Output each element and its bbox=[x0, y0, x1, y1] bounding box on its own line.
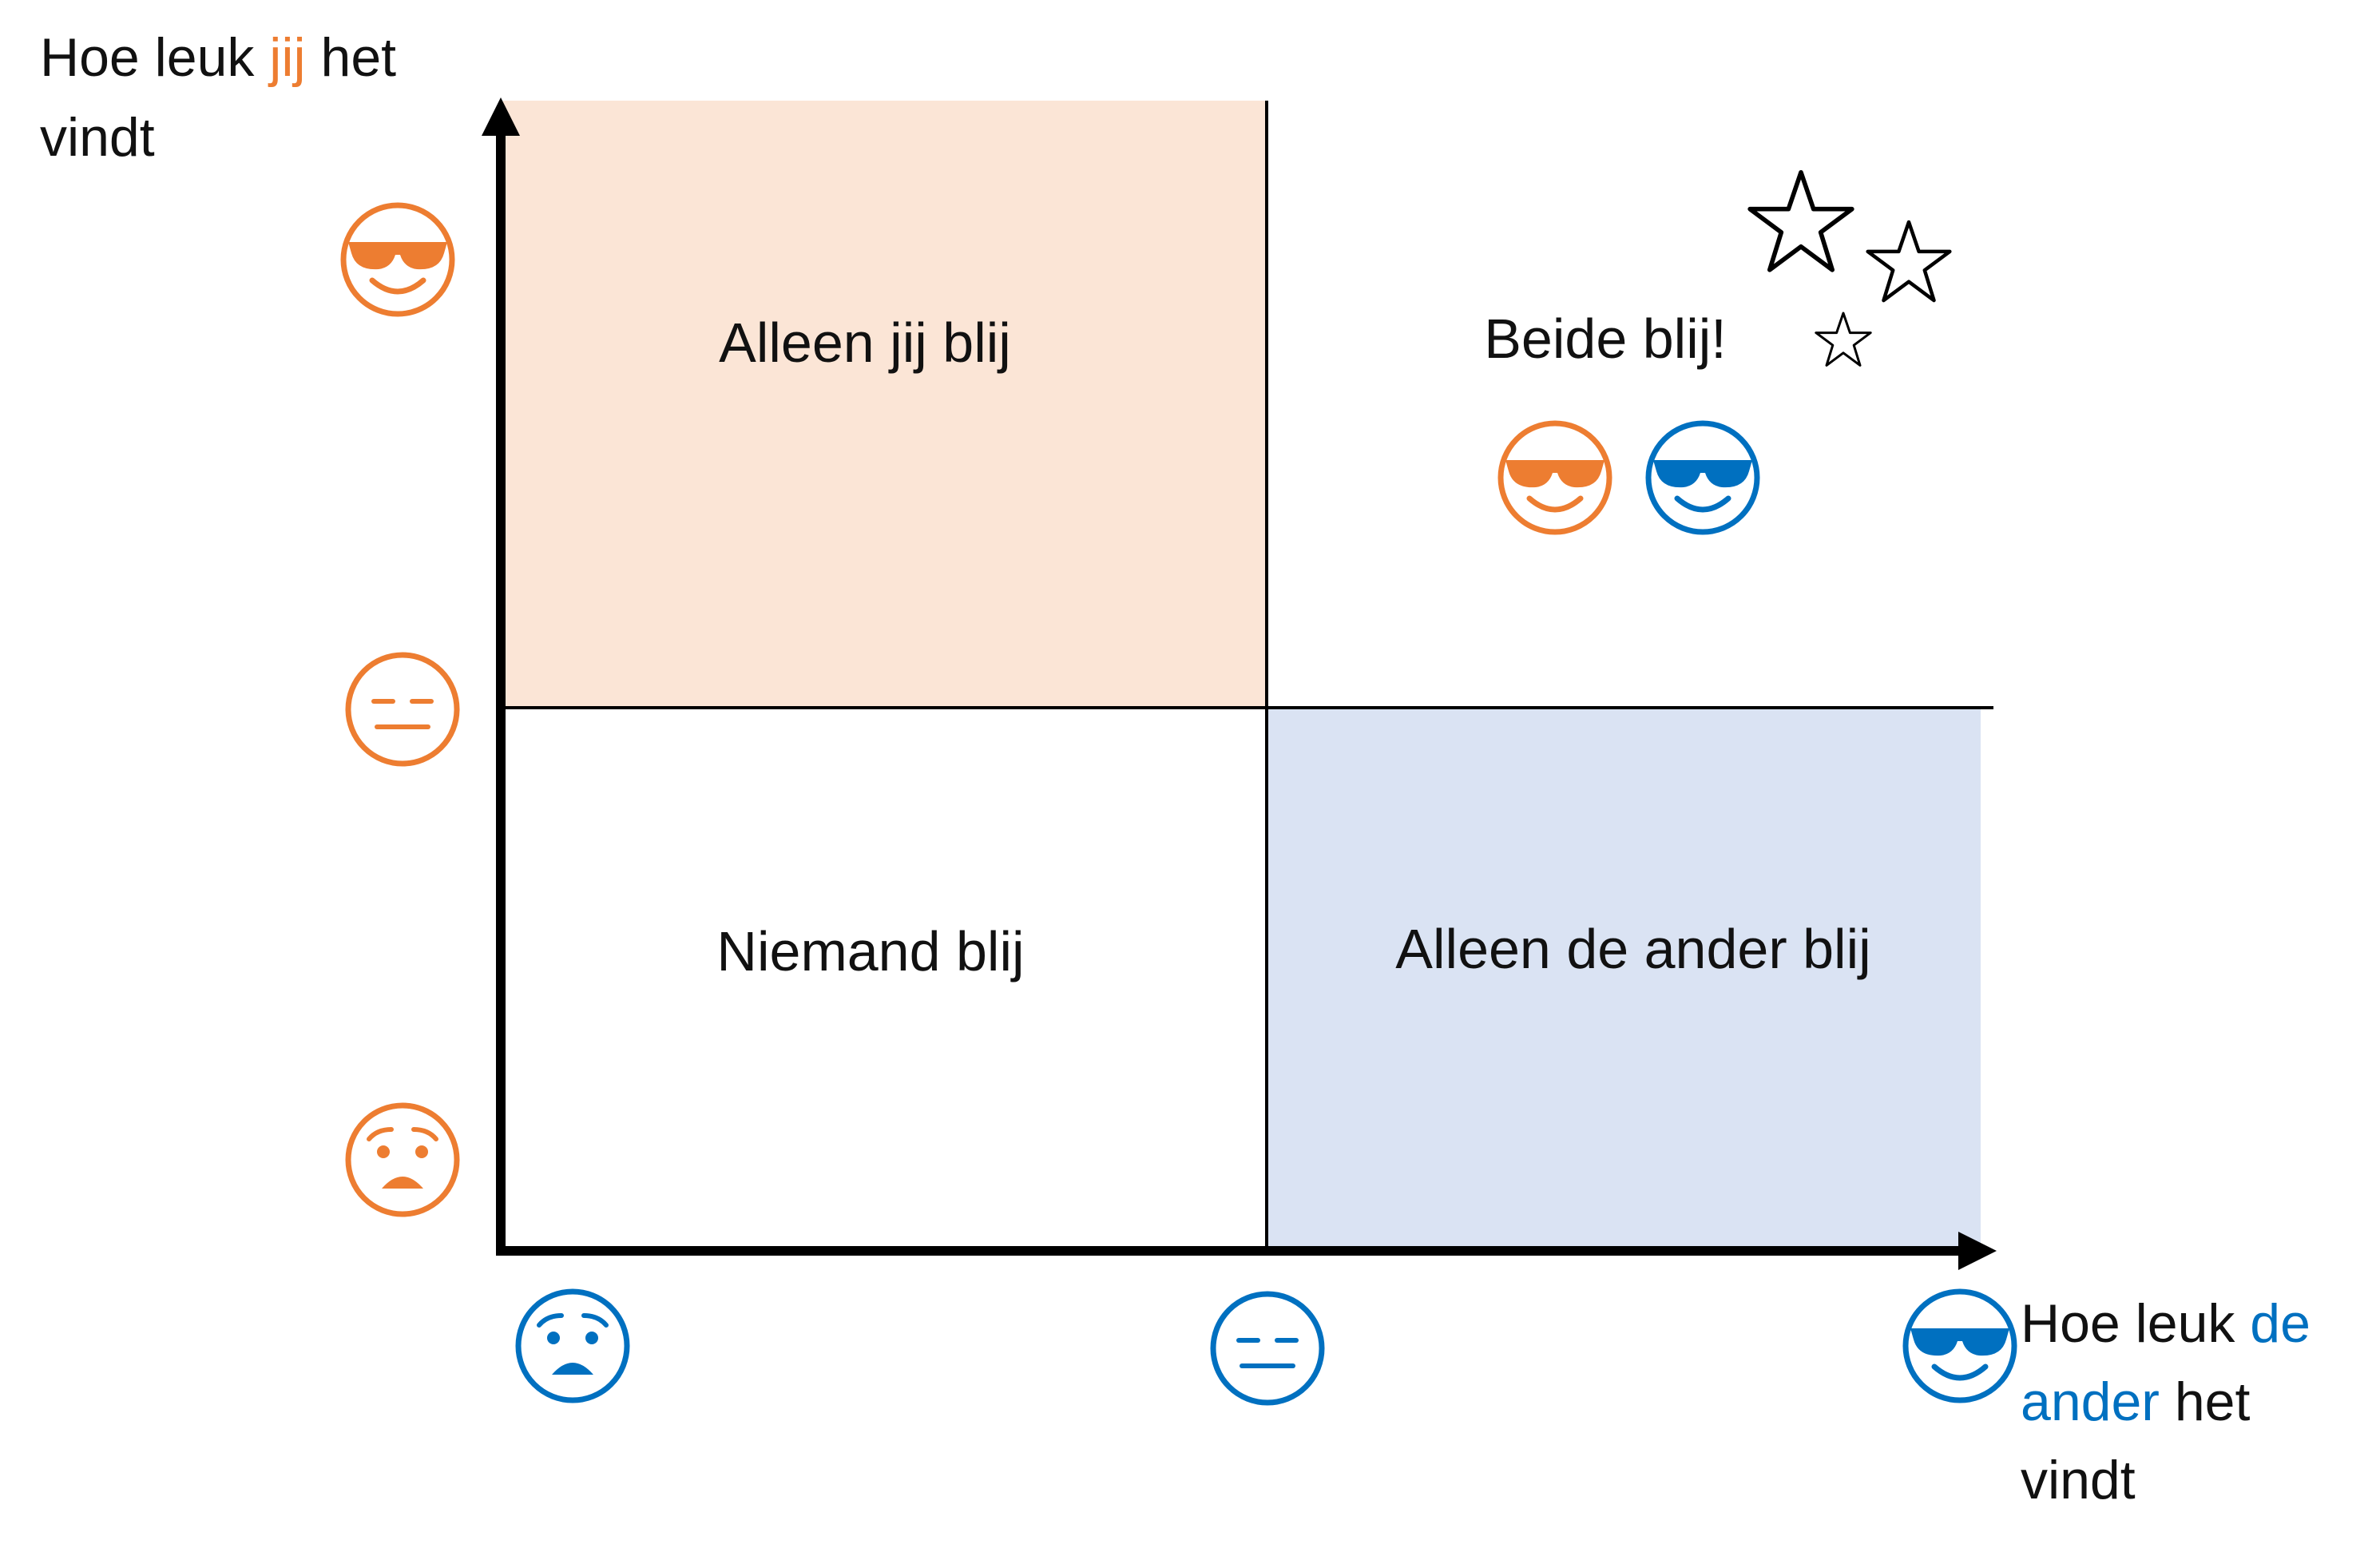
x-axis-arrowhead bbox=[1958, 1232, 1997, 1270]
neutral-face-icon bbox=[1213, 1294, 1322, 1403]
cool-face-icon bbox=[1906, 1292, 2014, 1400]
worried-face-icon bbox=[518, 1292, 627, 1400]
quadrant-top-right-label: Beide blij! bbox=[1484, 308, 1727, 370]
quadrant-bottom-right-fill bbox=[1267, 708, 1981, 1247]
neutral-face-icon bbox=[348, 655, 457, 764]
worried-face-icon bbox=[348, 1105, 457, 1214]
y-axis-arrowhead bbox=[482, 97, 520, 136]
star-icon bbox=[1868, 222, 1950, 300]
star-icon bbox=[1750, 173, 1852, 270]
quadrant-bottom-left-label: Niemand blij bbox=[716, 920, 1024, 982]
x-axis-label-line2: ander het bbox=[2021, 1371, 2250, 1432]
cool-face-icon bbox=[1648, 423, 1757, 532]
y-axis-label-line2: vindt bbox=[40, 107, 155, 168]
quadrant-top-left-fill bbox=[503, 101, 1267, 708]
quadrant-bottom-right-label: Alleen de ander blij bbox=[1395, 918, 1870, 980]
star-icon bbox=[1815, 312, 1872, 367]
x-axis-label: Hoe leuk de bbox=[2021, 1293, 2311, 1354]
cool-face-icon bbox=[1501, 423, 1609, 532]
quadrant-top-left-label: Alleen jij blij bbox=[719, 312, 1011, 374]
y-axis-label: Hoe leuk jij het bbox=[40, 27, 396, 88]
cool-face-icon bbox=[343, 205, 452, 314]
x-axis-label-line3: vindt bbox=[2021, 1450, 2136, 1510]
